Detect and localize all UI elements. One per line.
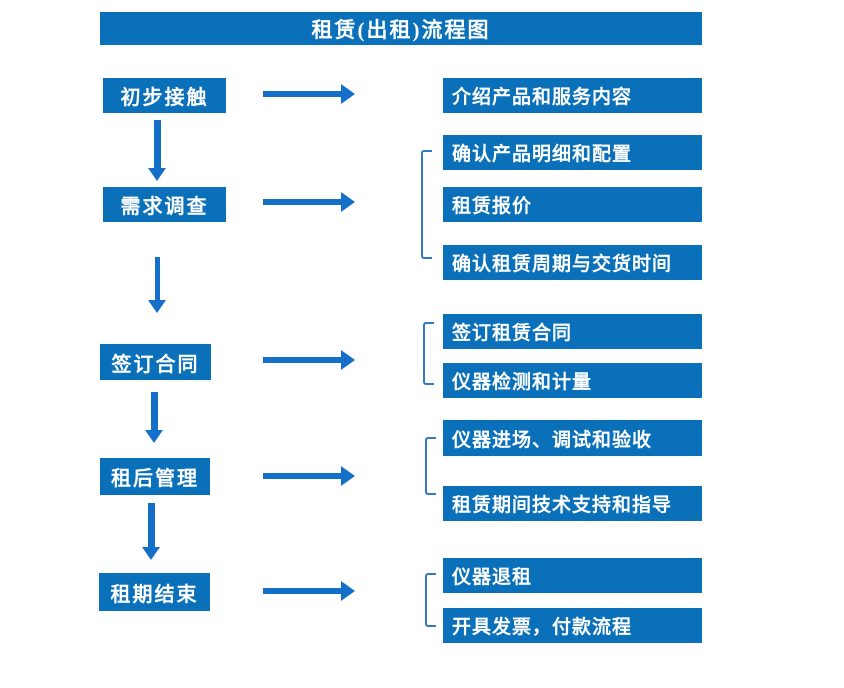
arrow-right-icon	[263, 192, 355, 212]
arrow-right-icon	[263, 350, 355, 370]
bracket-connector	[421, 150, 432, 259]
arrow-right-icon	[263, 84, 355, 104]
detail-box-sign-rental-contract: 签订租赁合同	[443, 314, 702, 349]
detail-box-instrument-return: 仪器退租	[443, 558, 702, 593]
bracket-connector	[425, 573, 436, 627]
step-box-post-rental-management: 租后管理	[100, 458, 210, 495]
diagram-title: 租赁(出租)流程图	[100, 12, 702, 45]
arrow-right-icon	[263, 466, 355, 486]
detail-box-invoice-payment: 开具发票，付款流程	[443, 608, 702, 643]
detail-box-confirm-product-config: 确认产品明细和配置	[443, 135, 702, 170]
detail-box-technical-support: 租赁期间技术支持和指导	[443, 486, 702, 521]
step-box-rental-end: 租期结束	[99, 573, 210, 611]
arrow-down-icon	[145, 392, 163, 443]
arrow-down-icon	[148, 257, 166, 313]
arrow-right-icon	[263, 581, 355, 601]
detail-box-instrument-setup-acceptance: 仪器进场、调试和验收	[443, 420, 702, 456]
arrow-down-icon	[148, 120, 166, 181]
bracket-connector	[423, 322, 434, 385]
arrow-down-icon	[142, 503, 160, 560]
step-box-initial-contact: 初步接触	[103, 78, 226, 113]
detail-box-introduce-products: 介绍产品和服务内容	[443, 78, 702, 113]
detail-box-confirm-period-delivery: 确认租赁周期与交货时间	[443, 245, 702, 280]
detail-box-rental-quotation: 租赁报价	[443, 187, 702, 222]
detail-box-instrument-testing: 仪器检测和计量	[443, 363, 702, 398]
bracket-connector	[425, 437, 436, 495]
step-box-sign-contract: 签订合同	[100, 344, 211, 380]
step-box-demand-survey: 需求调查	[103, 187, 226, 222]
